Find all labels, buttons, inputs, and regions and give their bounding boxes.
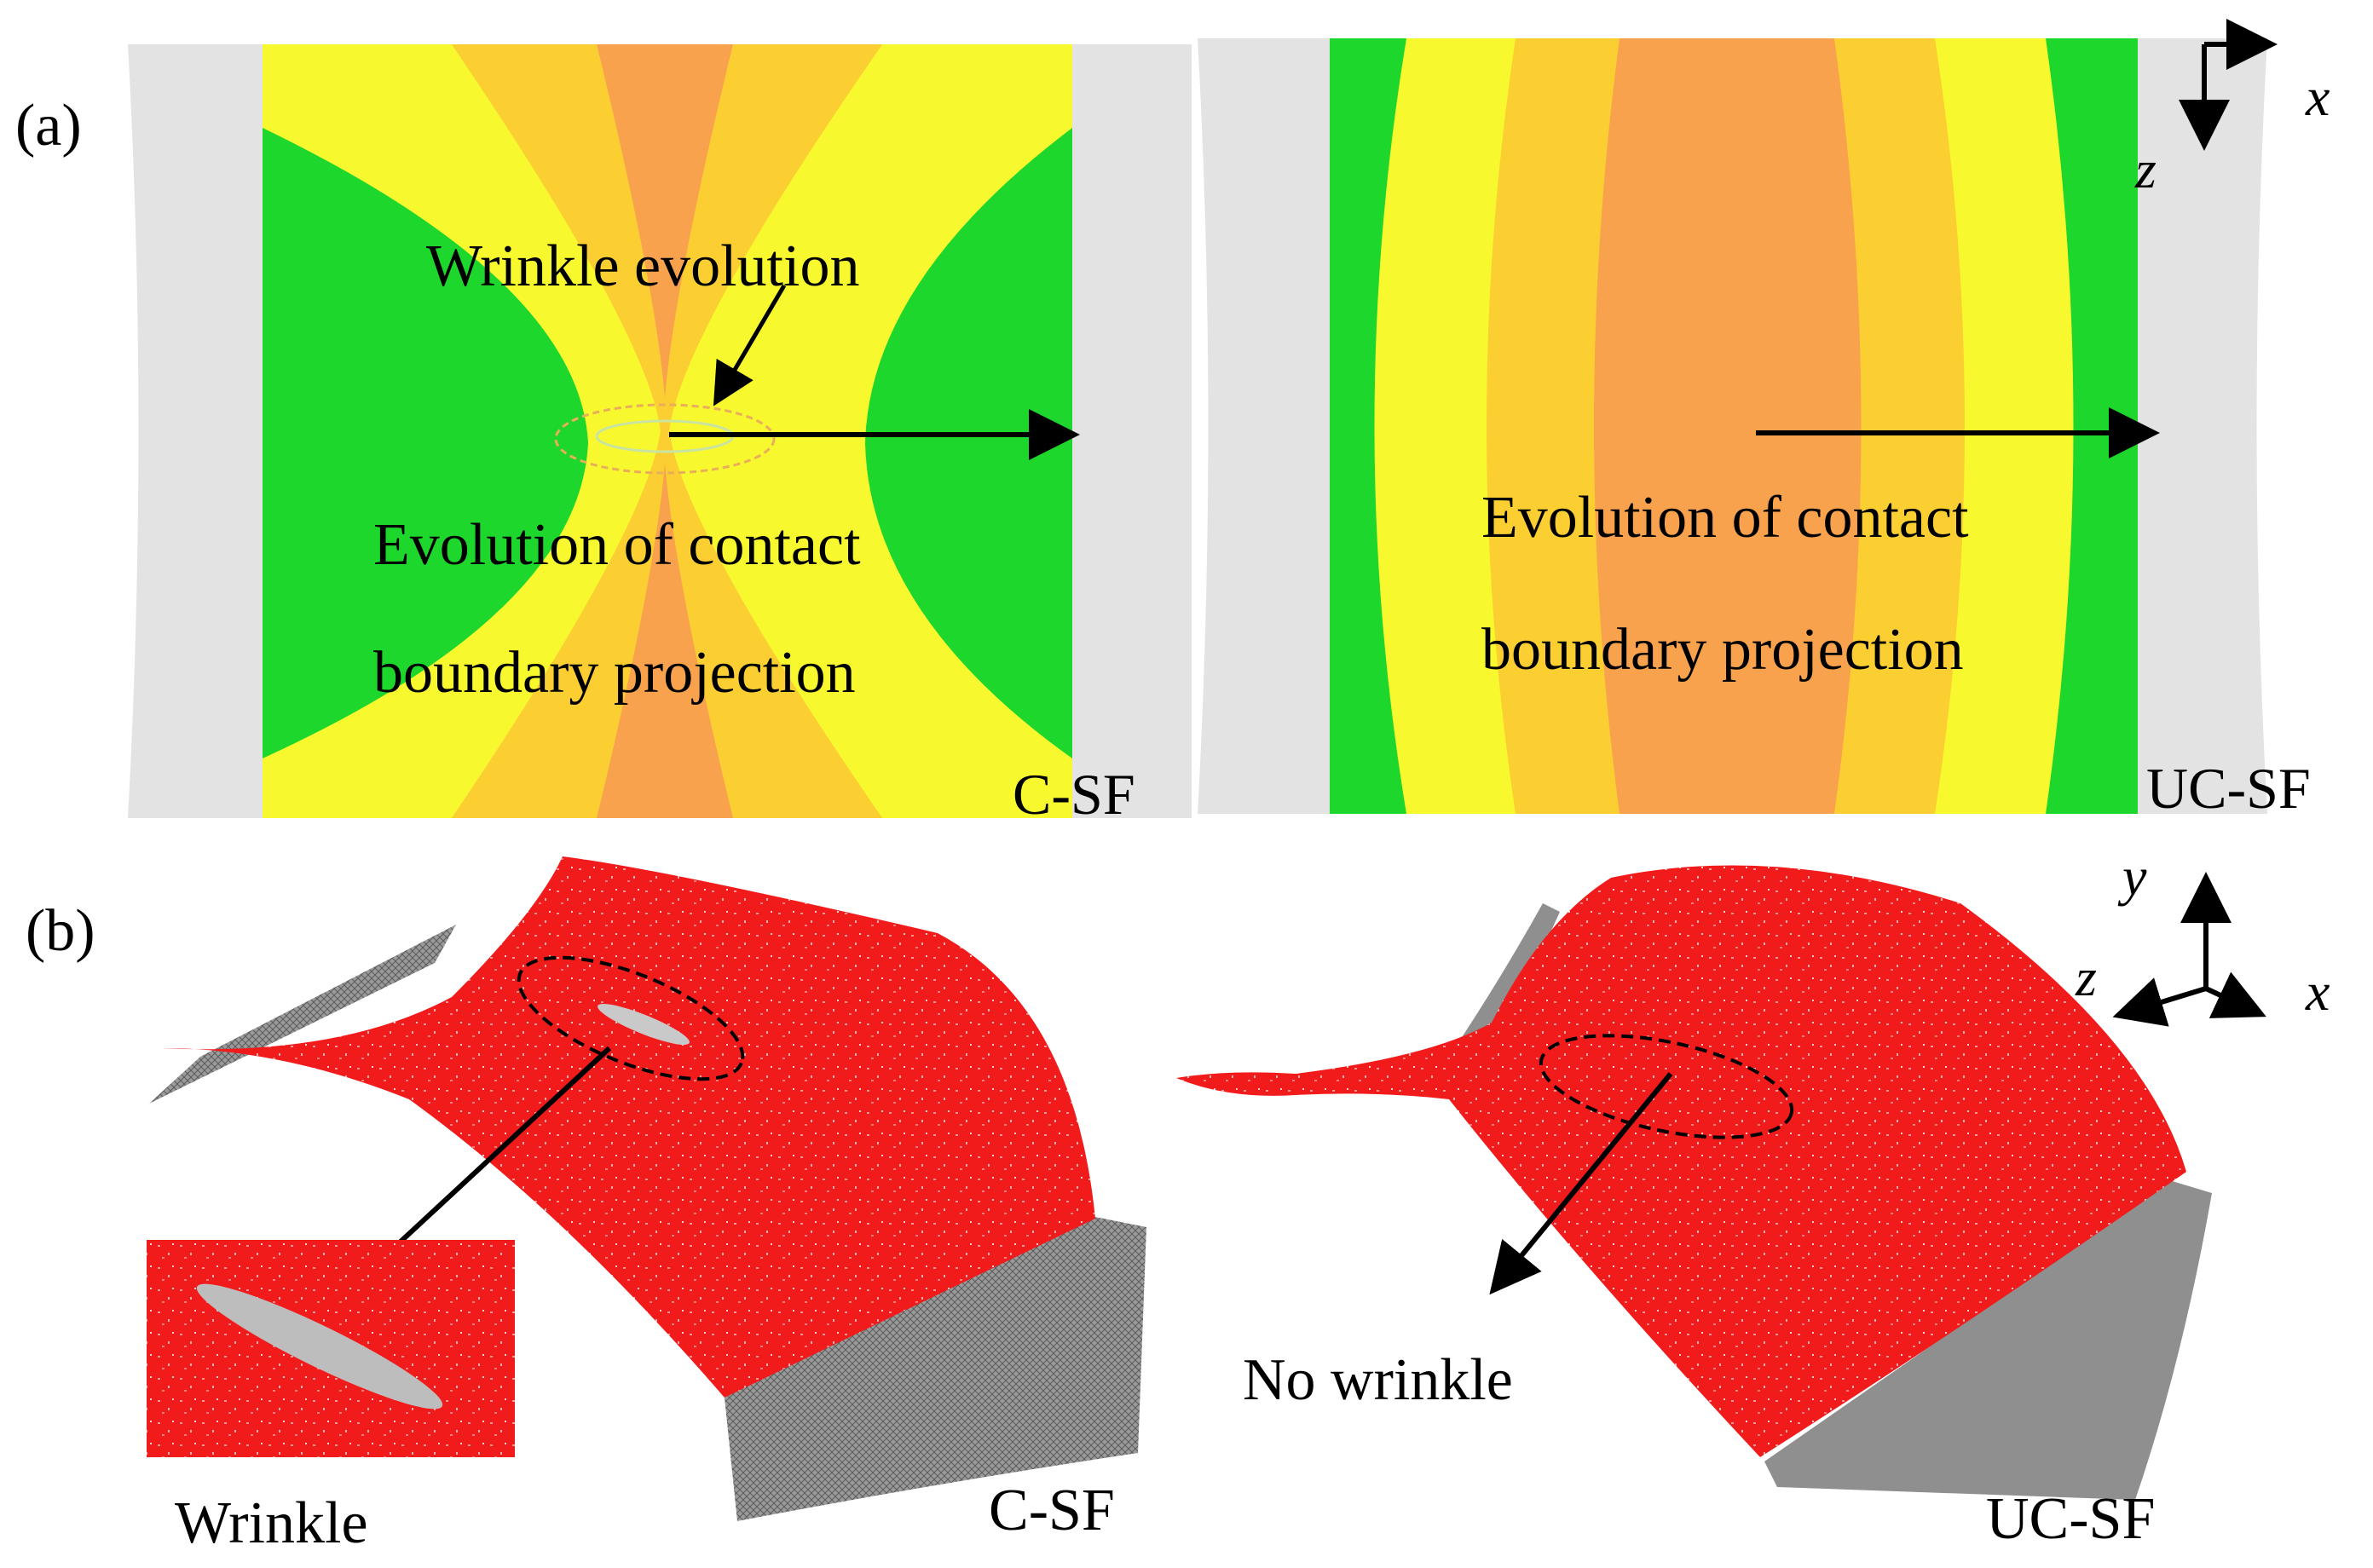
axis-label-z-3d: z	[2075, 947, 2097, 1007]
red-surface-right	[1176, 865, 2186, 1457]
inset-wrinkle-mark	[196, 1283, 443, 1409]
light-orange-band-right	[663, 44, 882, 818]
z-axis-arrow-3d	[2112, 977, 2207, 1027]
fibers-front	[1764, 1180, 2212, 1500]
panel-a-left-tag: C-SF	[1013, 762, 1135, 827]
axis-label-x-3d: x	[2305, 961, 2330, 1022]
gray-margin-right	[1072, 44, 1192, 818]
panel-b-left-surface: Wrinkle C-SF	[147, 856, 1146, 1556]
red-surface-left	[162, 856, 1095, 1398]
gray-margin-left	[128, 44, 263, 818]
green-left-2	[1330, 38, 1406, 814]
wrinkle-outline	[554, 403, 776, 475]
no-wrinkle-arrow	[1489, 1072, 1673, 1295]
wrinkle-mark	[598, 1003, 690, 1046]
panel-a-right-tag: UC-SF	[2146, 756, 2311, 821]
green-region-right	[865, 128, 1072, 758]
green-region-left	[263, 128, 588, 758]
gray-margin-left-2	[1198, 38, 1330, 814]
axis-label-z: z	[2134, 139, 2156, 199]
wrinkle-label: Wrinkle	[175, 1490, 368, 1556]
no-wrinkle-highlight-ellipse	[1539, 1034, 1794, 1139]
left-desc-line1: Evolution of contact	[373, 512, 861, 578]
panel-b-right-surface: No wrinkle UC-SF	[1176, 865, 2212, 1552]
panel-b-left-tag: C-SF	[989, 1478, 1115, 1543]
light-orange-band-left	[452, 44, 667, 818]
axes-xyz-glyph: y x z	[2075, 846, 2330, 1027]
panel-b-label: (b)	[26, 898, 95, 964]
x-axis-arrow-3d	[2204, 971, 2266, 1018]
wrinkle-evolution-label: Wrinkle evolution	[426, 233, 859, 299]
panel-a-right-plot: Evolution of contact boundary projection…	[1198, 38, 2311, 821]
axes-xz-glyph: x z	[2134, 19, 2330, 199]
green-right-2	[2046, 38, 2138, 814]
fibers-back	[1449, 903, 1560, 1065]
axis-label-y: y	[2117, 846, 2147, 907]
wrinkle-highlight-ellipse	[517, 955, 745, 1081]
gray-margin-right-2	[2138, 38, 2267, 814]
axis-label-x: x	[2305, 66, 2330, 127]
mesh-edge-front	[725, 1214, 1146, 1521]
panel-a-left-plot: Wrinkle evolution Evolution of contact b…	[128, 44, 1192, 827]
panel-a-label: (a)	[15, 93, 82, 159]
mesh-edge-back	[149, 925, 456, 1104]
right-desc-line2: boundary projection	[1481, 617, 1964, 683]
left-desc-line2: boundary projection	[373, 640, 856, 706]
panel-b-right-tag: UC-SF	[1986, 1486, 2155, 1552]
no-wrinkle-label: No wrinkle	[1243, 1347, 1513, 1413]
right-desc-line1: Evolution of contact	[1481, 485, 1969, 551]
wrinkle-callout-arrow	[713, 284, 787, 406]
